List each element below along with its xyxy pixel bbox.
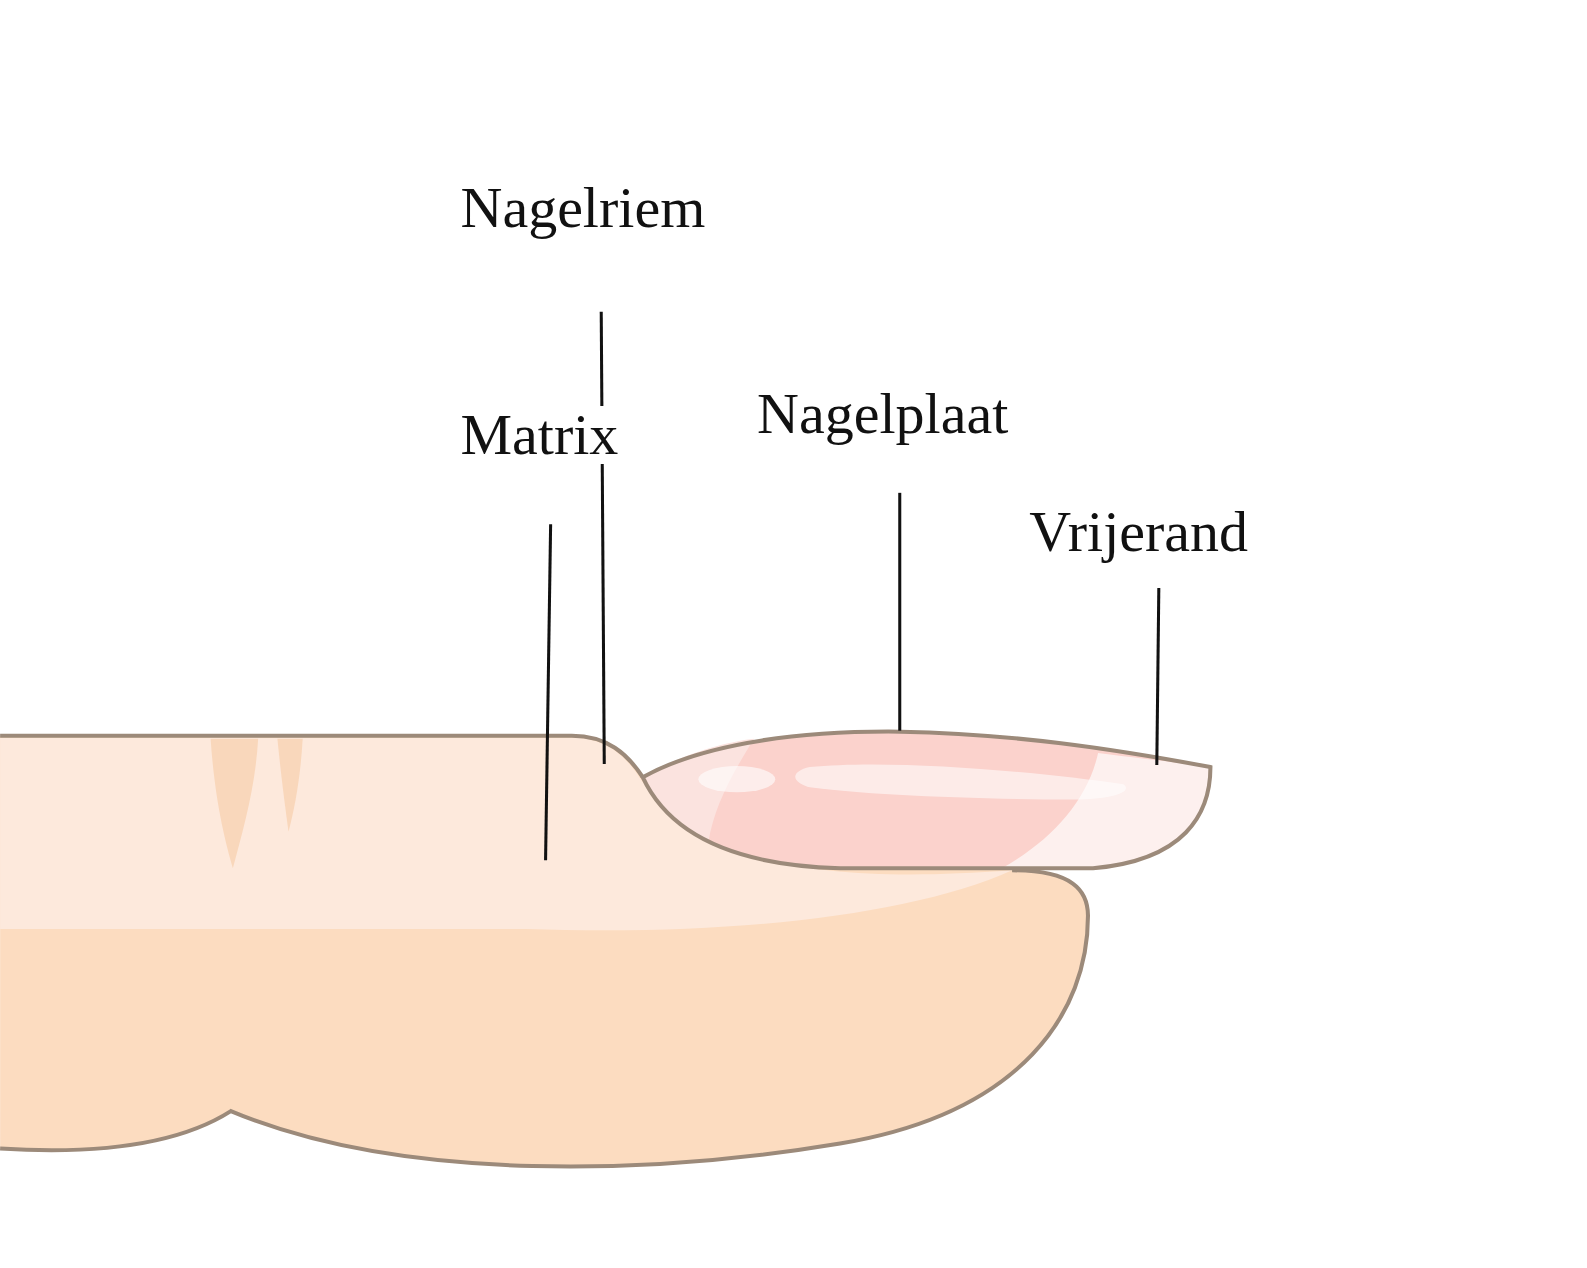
leader-line (898, 493, 901, 731)
part-label: Nagelplaat (753, 385, 1012, 443)
part-label: Vrijerand (1025, 503, 1252, 561)
free-edge (1002, 753, 1210, 868)
nail-outline (643, 732, 1211, 869)
nail-plate (643, 732, 1211, 869)
crease (277, 739, 302, 832)
leader-line (601, 312, 604, 764)
leader-line (1157, 588, 1159, 765)
nail-highlight (795, 764, 1126, 799)
part-label: Nagelriem (457, 179, 710, 237)
nail-highlight (698, 766, 775, 792)
part-label: Matrix (457, 406, 623, 464)
leader-line (546, 524, 551, 860)
crease (211, 739, 259, 869)
